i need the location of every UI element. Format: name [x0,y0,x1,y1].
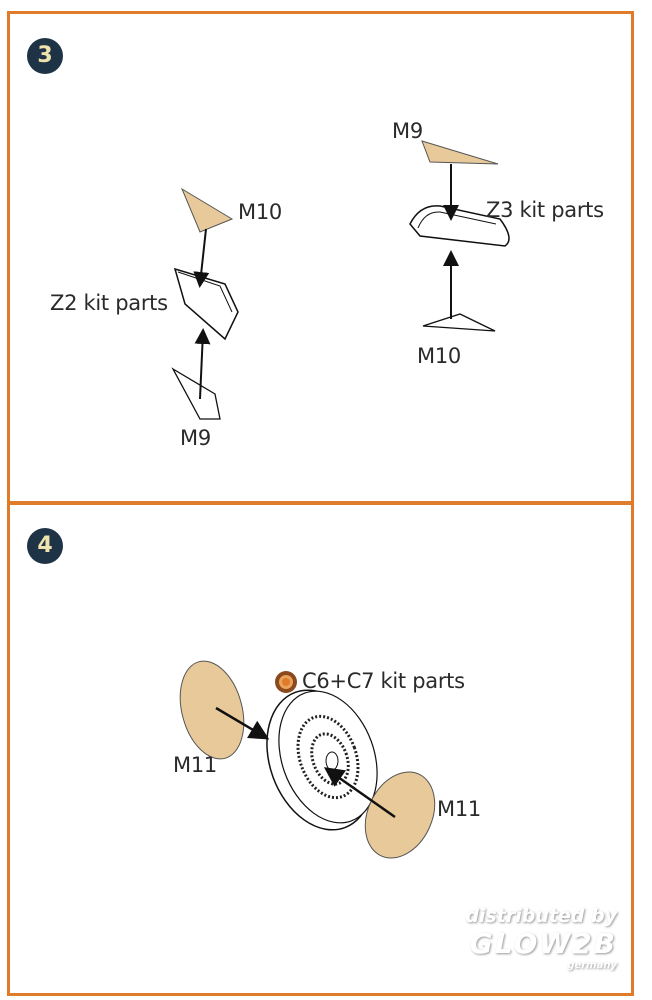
label-m9: M9 [180,426,211,450]
watermark-logo: GLOW2B [469,927,617,960]
paint-code-icon [275,671,297,693]
part-m10-right [422,313,496,332]
step-number-badge: 4 [27,528,63,564]
watermark-distributed-by: distributed by [465,905,617,927]
arrow [194,328,211,400]
label-m11: M11 [437,797,481,821]
step-3-panel: 3 M10 Z2 kit parts M9 M9 Z3 kit parts M1… [7,11,634,504]
label-m11: M11 [173,753,217,777]
watermark-germany: germany [567,960,617,971]
step-4-panel: 4 C6+C7 kit parts M11 M11 distributed by… [7,502,634,996]
part-m11-left [179,660,245,760]
arrow [215,706,270,740]
label-c6-c7-kit-parts: C6+C7 kit parts [302,669,465,693]
label-m10: M10 [417,344,461,368]
step-3-diagram [171,140,510,420]
label-m9: M9 [392,119,423,143]
label-m10: M10 [238,200,282,224]
arrow [193,228,210,288]
part-m9-right [421,140,499,165]
part-wheel-c6-c7 [266,689,378,831]
part-z3 [409,205,510,247]
part-m10-left [180,187,234,233]
step-4-diagram [179,660,436,859]
label-z2-kit-parts: Z2 kit parts [50,291,168,315]
label-z3-kit-parts: Z3 kit parts [486,198,604,222]
part-m9-left [171,367,221,420]
part-z2 [173,267,239,341]
step-number-badge: 3 [27,38,63,74]
arrow [323,767,396,819]
